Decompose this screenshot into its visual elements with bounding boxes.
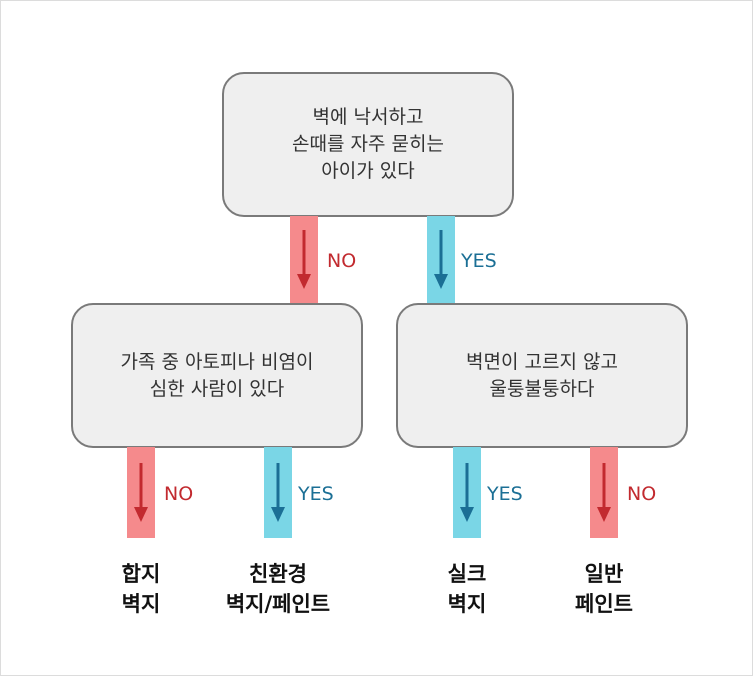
- left-yes-connector: [264, 447, 292, 538]
- down-arrow-icon: [460, 463, 474, 522]
- root-no-label: NO: [327, 250, 357, 272]
- left-no-connector: [127, 447, 155, 538]
- right-question-line-2: 울퉁불퉁하다: [489, 377, 595, 400]
- root-question-line-3: 아이가 있다: [321, 160, 415, 182]
- right-question-node: 벽면이 고르지 않고 울퉁불퉁하다: [396, 303, 688, 448]
- down-arrow-icon: [297, 230, 311, 289]
- result-line-1: 일반: [584, 562, 624, 586]
- root-yes-label: YES: [461, 250, 497, 272]
- right-yes-connector: [453, 447, 481, 538]
- result-line-2: 벽지: [121, 592, 161, 616]
- root-yes-connector: [427, 216, 455, 304]
- right-yes-label: YES: [487, 483, 523, 505]
- left-yes-label: YES: [298, 483, 334, 505]
- result-line-1: 실크: [447, 562, 487, 586]
- result-eco-wallpaper-paint: 친환경 벽지/페인트: [198, 559, 358, 619]
- result-line-1: 친환경: [249, 562, 307, 586]
- down-arrow-icon: [134, 463, 148, 522]
- right-question-line-1: 벽면이 고르지 않고: [466, 350, 618, 373]
- down-arrow-icon: [597, 463, 611, 522]
- down-arrow-icon: [434, 230, 448, 289]
- down-arrow-icon: [271, 463, 285, 522]
- result-line-2: 페인트: [575, 592, 633, 616]
- root-question-node: 벽에 낙서하고 손때를 자주 묻히는 아이가 있다: [222, 72, 514, 217]
- result-general-paint: 일반 페인트: [544, 559, 664, 619]
- left-question-line-1: 가족 중 아토피나 비염이: [120, 350, 314, 373]
- result-line-2: 벽지: [447, 592, 487, 616]
- result-hapji-wallpaper: 합지 벽지: [81, 559, 201, 619]
- result-silk-wallpaper: 실크 벽지: [407, 559, 527, 619]
- left-question-line-2: 심한 사람이 있다: [149, 377, 285, 400]
- result-line-1: 합지: [121, 562, 161, 586]
- left-no-label: NO: [164, 483, 194, 505]
- right-no-connector: [590, 447, 618, 538]
- left-question-node: 가족 중 아토피나 비염이 심한 사람이 있다: [71, 303, 363, 448]
- right-no-label: NO: [627, 483, 657, 505]
- root-question-line-2: 손때를 자주 묻히는: [292, 133, 444, 155]
- root-question-line-1: 벽에 낙서하고: [312, 106, 424, 128]
- result-line-2: 벽지/페인트: [225, 592, 331, 616]
- root-no-connector: [290, 216, 318, 304]
